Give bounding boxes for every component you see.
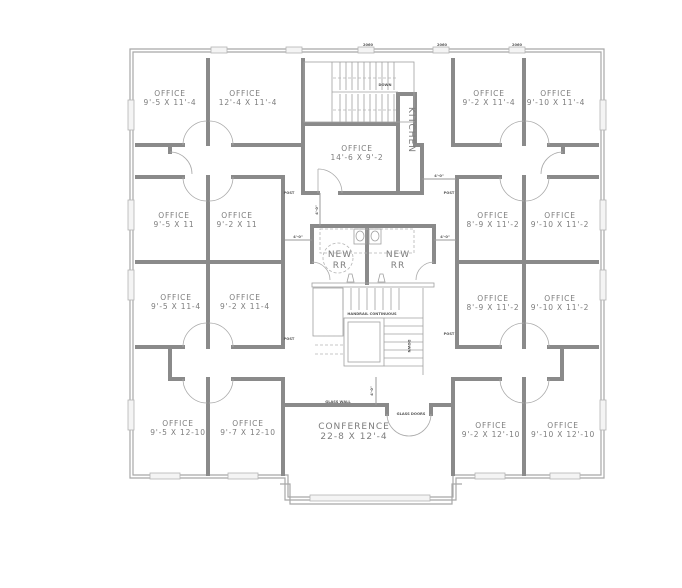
room-size: 8'-9 X 11'-2	[467, 220, 520, 229]
room-name: OFFICE	[477, 294, 509, 303]
room-name: OFFICE	[341, 144, 373, 153]
post-label: POST	[284, 337, 295, 341]
dim-label: 4'-0"	[440, 235, 450, 239]
window-tag: 2060	[363, 43, 374, 47]
room-size: 9'-2 X 11	[217, 220, 258, 229]
dim-label: 4'-0"	[293, 235, 303, 239]
room-name: OFFICE	[229, 293, 261, 302]
room-size: 12'-4 X 11'-4	[219, 98, 277, 107]
room-size: 8'-9 X 11'-2	[467, 303, 520, 312]
room-size: 14'-6 X 9'-2	[331, 153, 384, 162]
room-size: 9'-10 X 11'-4	[527, 98, 585, 107]
room-size: 9'-5 X 11'-4	[144, 98, 197, 107]
room-size: 9'-10 X 12'-10	[531, 430, 595, 439]
room-size: 9'-7 X 12-10	[220, 428, 276, 437]
stair-down-label: DOWN	[407, 339, 411, 352]
room-name: OFFICE	[160, 293, 192, 302]
room-size: 9'-2 X 11-4	[220, 302, 270, 311]
room-size: 9'-5 X 11	[154, 220, 195, 229]
restroom-label: RR	[391, 261, 406, 271]
glass-doors-label: GLASS DOORS	[397, 412, 426, 416]
dim-label: 4'-0"	[370, 386, 374, 396]
walls-left-wing	[135, 58, 305, 476]
room-name: OFFICE	[221, 211, 253, 220]
room-name: OFFICE	[477, 211, 509, 220]
room-name: OFFICE	[154, 89, 186, 98]
post-label: POST	[284, 191, 295, 195]
dim-label: 4'-0"	[434, 174, 444, 178]
stair-down-label: DOWN	[378, 83, 391, 87]
restroom-label: RR	[333, 261, 348, 271]
room-size: 9'-2 X 12'-10	[462, 430, 520, 439]
post-label: POST	[444, 191, 455, 195]
restroom-label: NEW	[328, 250, 352, 260]
room-size: 9'-5 X 11-4	[151, 302, 201, 311]
stair-top	[303, 61, 415, 123]
window-tag: 2060	[512, 43, 523, 47]
room-name: OFFICE	[544, 294, 576, 303]
exterior-wall	[129, 48, 605, 505]
handrail-label: HANDRAIL CONTINUOUS	[347, 312, 397, 316]
room-name: OFFICE	[473, 89, 505, 98]
room-size: 22-8 X 12'-4	[320, 432, 387, 442]
room-size: 9'-10 X 11'-2	[531, 303, 589, 312]
room-name: OFFICE	[547, 421, 579, 430]
post-label: POST	[444, 332, 455, 336]
room-name: OFFICE	[540, 89, 572, 98]
dim-label: 4'-0"	[315, 205, 319, 215]
room-size: 9'-5 X 12-10	[150, 428, 206, 437]
room-name: OFFICE	[544, 211, 576, 220]
walls-center	[282, 92, 455, 416]
windows	[127, 46, 607, 502]
walls-right-wing	[451, 58, 599, 476]
room-size: 9'-2 X 11'-4	[463, 98, 516, 107]
room-name: OFFICE	[162, 419, 194, 428]
dimension-lines	[285, 178, 456, 405]
room-name: OFFICE	[232, 419, 264, 428]
stair-center	[311, 282, 435, 375]
restroom-fixtures	[311, 228, 435, 283]
room-name: OFFICE	[158, 211, 190, 220]
room-size: 9'-10 X 11'-2	[531, 220, 589, 229]
room-name: CONFERENCE	[318, 422, 390, 432]
window-tag: 2060	[437, 43, 448, 47]
room-name: OFFICE	[229, 89, 261, 98]
door-swings	[169, 120, 564, 437]
room-name: OFFICE	[475, 421, 507, 430]
room-labels: OFFICE 9'-5 X 11'-4 OFFICE 12'-4 X 11'-4…	[144, 89, 595, 442]
glass-wall-label: GLASS WALL	[325, 400, 351, 404]
kitchen-label: KITCHEN	[406, 107, 416, 153]
restroom-label: NEW	[386, 250, 410, 260]
